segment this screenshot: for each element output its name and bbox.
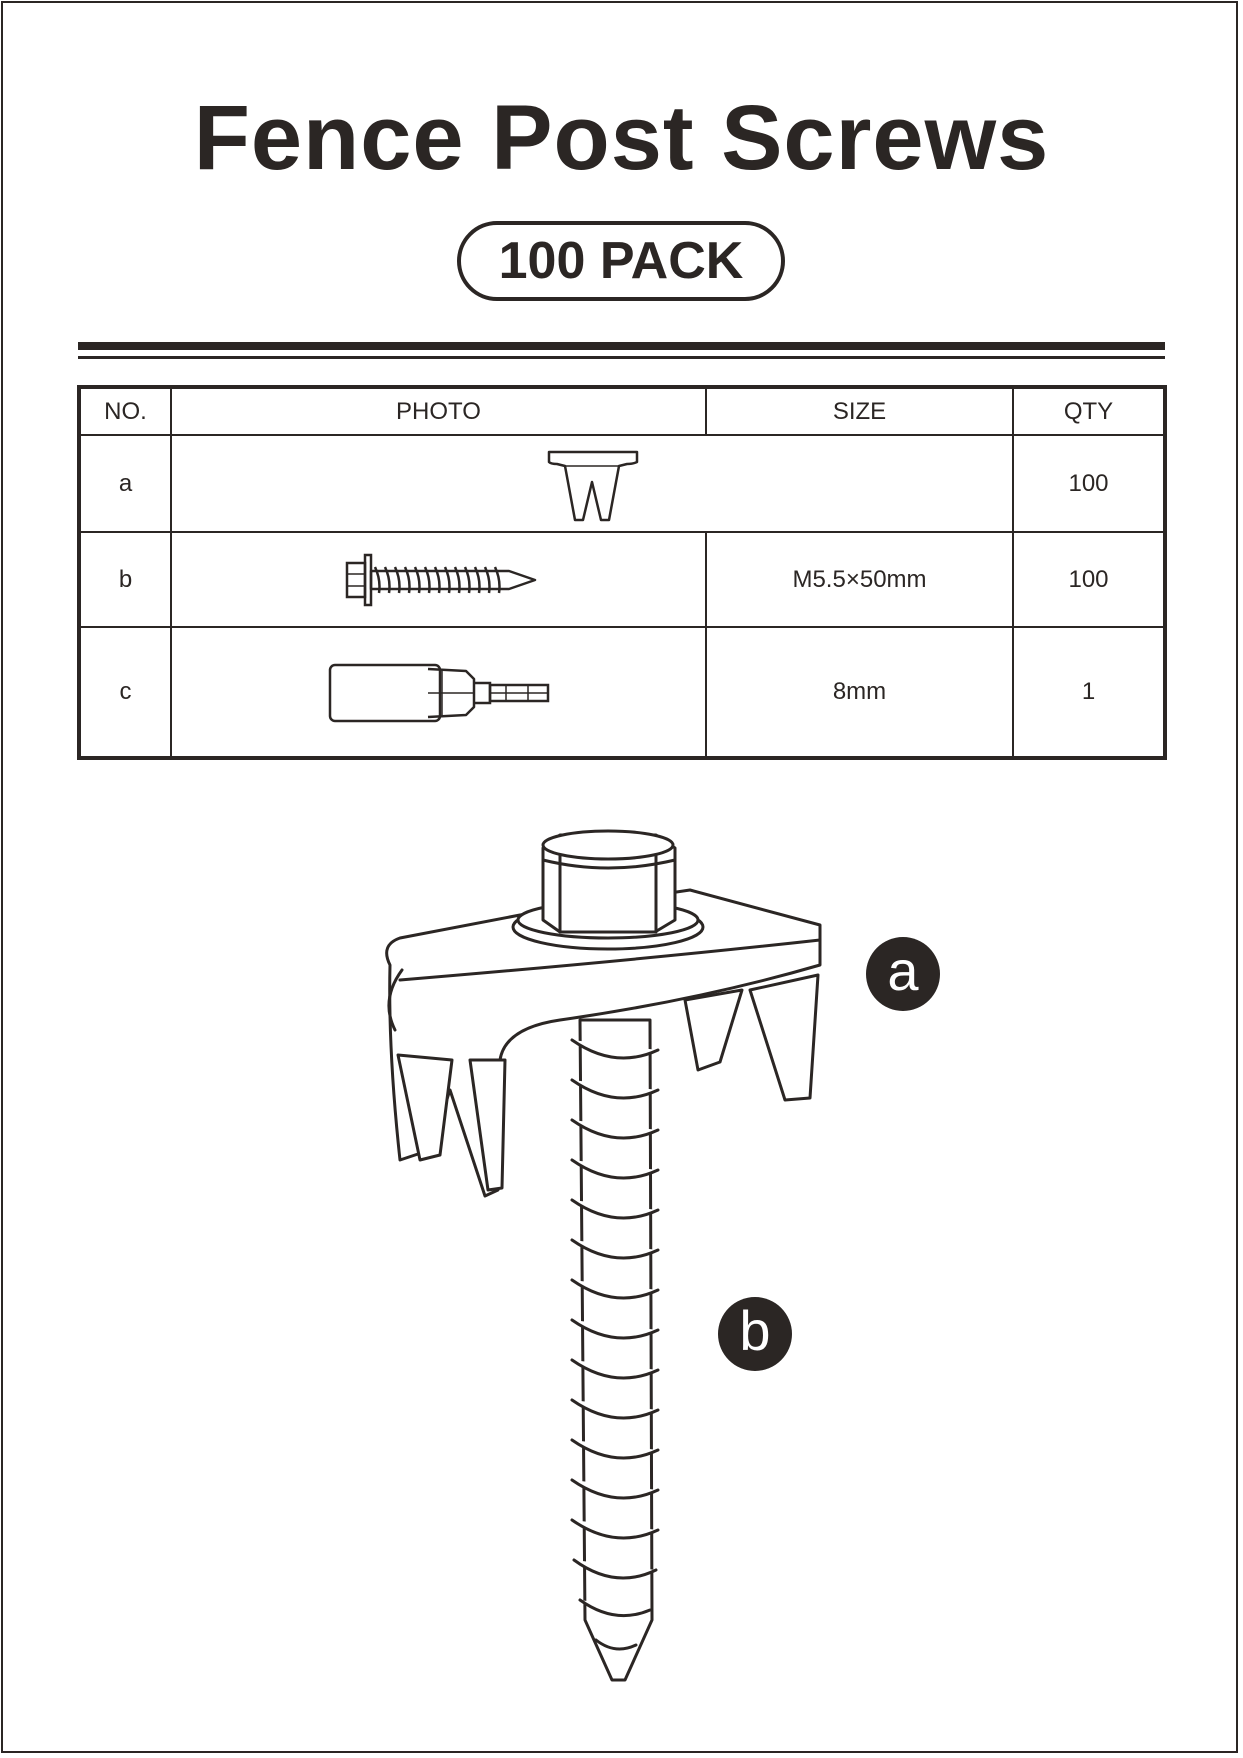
cell-no: c xyxy=(78,626,172,759)
divider-thick xyxy=(78,342,1165,350)
bracket-icon xyxy=(547,450,639,521)
callout-a: a xyxy=(866,937,940,1011)
cell-qty: 1 xyxy=(1012,626,1166,759)
cell-photo xyxy=(170,626,707,759)
header-size: SIZE xyxy=(705,386,1014,436)
callout-b: b xyxy=(718,1297,792,1371)
cell-qty: 100 xyxy=(1012,434,1166,533)
screw-icon xyxy=(345,553,536,606)
cell-size: M5.5×50mm xyxy=(705,531,1014,628)
cell-size: 8mm xyxy=(705,626,1014,759)
table-row: b M5.5×50mm 100 xyxy=(78,531,1166,628)
table-header-row: NO. PHOTO SIZE QTY xyxy=(78,386,1166,436)
cell-no: b xyxy=(78,531,172,628)
cell-photo xyxy=(170,531,707,628)
cell-photo xyxy=(170,434,1014,533)
header-photo: PHOTO xyxy=(170,386,707,436)
parts-table: NO. PHOTO SIZE QTY a 100 b xyxy=(77,385,1167,760)
pack-badge: 100 PACK xyxy=(457,221,785,301)
socket-bit-icon xyxy=(328,663,549,723)
header-qty: QTY xyxy=(1012,386,1166,436)
table-row: c 8mm 1 xyxy=(78,626,1166,759)
divider-thin xyxy=(78,356,1165,359)
cell-qty: 100 xyxy=(1012,531,1166,628)
page-title: Fence Post Screws xyxy=(193,87,1050,189)
header-no: NO. xyxy=(78,386,172,436)
cell-no: a xyxy=(78,434,172,533)
table-row: a 100 xyxy=(78,434,1166,533)
assembled-bracket-screw-icon xyxy=(385,829,822,1682)
